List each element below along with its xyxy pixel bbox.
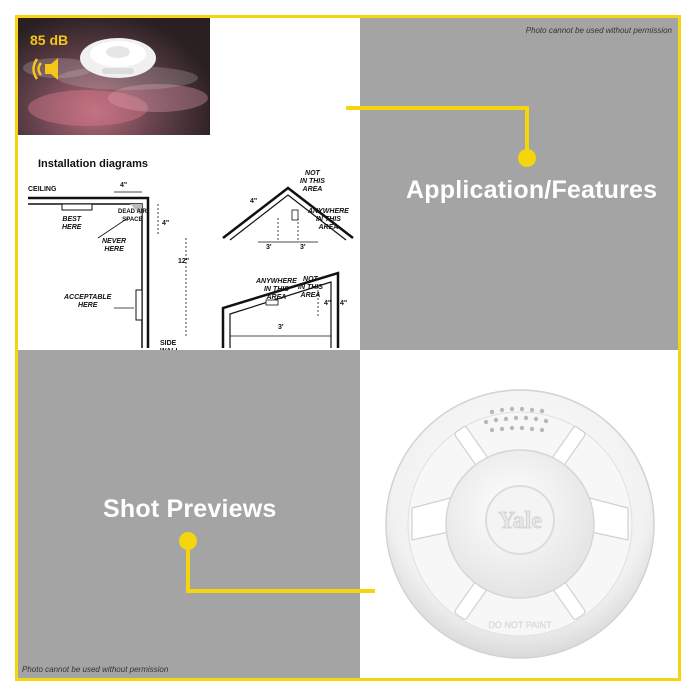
diagram-lines xyxy=(28,186,354,348)
do-not-paint-text: DO NOT PAINT xyxy=(488,620,552,630)
speaker-sound-icon xyxy=(32,58,58,80)
label-4in-side: 4" xyxy=(162,220,170,227)
permission-notice-bottom: Photo cannot be used without permission xyxy=(22,665,169,674)
label-ceiling: CEILING xyxy=(28,186,57,193)
label-12in: 12" xyxy=(178,258,190,265)
label-4in-top: 4" xyxy=(120,182,128,189)
smoke-detector-image: Yale DO NOT PAINT xyxy=(385,389,655,659)
permission-notice-top: Photo cannot be used without permission xyxy=(525,26,672,35)
decibel-label: 85 dB xyxy=(30,32,69,48)
diagram-title: Installation diagrams xyxy=(38,158,149,170)
bottom-right-panel: Yale DO NOT PAINT xyxy=(360,350,678,678)
label-3ft-c: 3' xyxy=(278,324,284,331)
mini-smoke-detector xyxy=(80,38,156,78)
top-right-panel: Photo cannot be used without permission xyxy=(360,18,678,350)
vent-holes xyxy=(483,406,549,433)
installation-diagram: Installation diagrams xyxy=(18,158,360,355)
bottom-left-panel: Photo cannot be used without permission xyxy=(18,350,360,678)
product-feature-card: 85 dB Installation diagrams xyxy=(15,15,681,681)
label-3ft-a: 3' xyxy=(266,244,272,251)
label-3ft-b: 3' xyxy=(300,244,306,251)
label-4in-roof2: 4" xyxy=(324,300,332,307)
label-4in-roof: 4" xyxy=(250,198,258,205)
application-features-heading: Application/Features xyxy=(406,176,658,204)
sound-alarm-photo: 85 dB xyxy=(18,18,210,135)
top-left-panel: 85 dB Installation diagrams xyxy=(18,18,360,355)
shot-previews-heading: Shot Previews xyxy=(103,495,277,523)
yale-logo: Yale xyxy=(498,508,542,534)
label-4in-roof3: 4" xyxy=(340,300,348,307)
